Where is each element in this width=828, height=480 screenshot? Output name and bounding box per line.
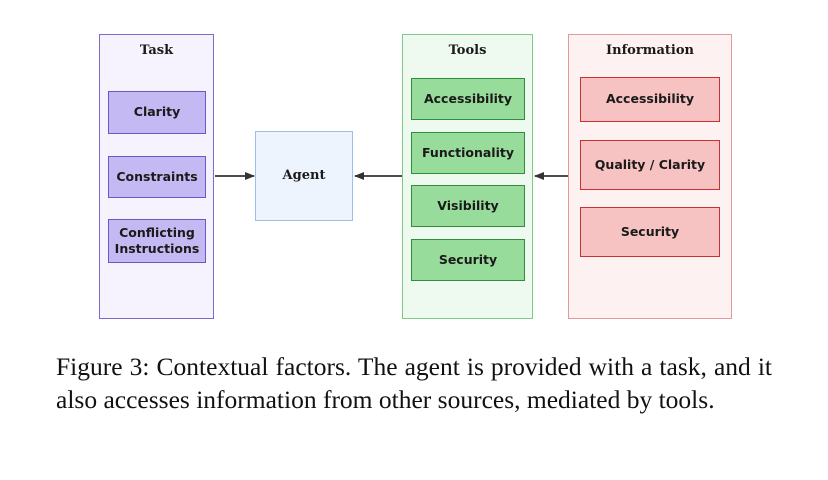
task-clarity-box: Clarity bbox=[108, 91, 206, 134]
agent-box: Agent bbox=[255, 131, 353, 221]
information-quality-clarity-box: Quality / Clarity bbox=[580, 140, 720, 190]
information-accessibility-box: Accessibility bbox=[580, 77, 720, 122]
tools-title: Tools bbox=[448, 43, 487, 58]
tools-visibility-box: Visibility bbox=[411, 185, 525, 227]
figure-caption: Figure 3: Contextual factors. The agent … bbox=[56, 352, 772, 414]
task-panel: Task Clarity Constraints Conflicting Ins… bbox=[99, 34, 214, 319]
information-security-box: Security bbox=[580, 207, 720, 257]
information-title: Information bbox=[606, 43, 694, 58]
task-conflicting-instructions-box: Conflicting Instructions bbox=[108, 219, 206, 263]
tools-panel: Tools Accessibility Functionality Visibi… bbox=[402, 34, 533, 319]
tools-functionality-box: Functionality bbox=[411, 132, 525, 174]
task-constraints-box: Constraints bbox=[108, 156, 206, 198]
tools-security-box: Security bbox=[411, 239, 525, 281]
information-panel: Information Accessibility Quality / Clar… bbox=[568, 34, 732, 319]
task-title: Task bbox=[139, 43, 174, 58]
tools-accessibility-box: Accessibility bbox=[411, 78, 525, 120]
